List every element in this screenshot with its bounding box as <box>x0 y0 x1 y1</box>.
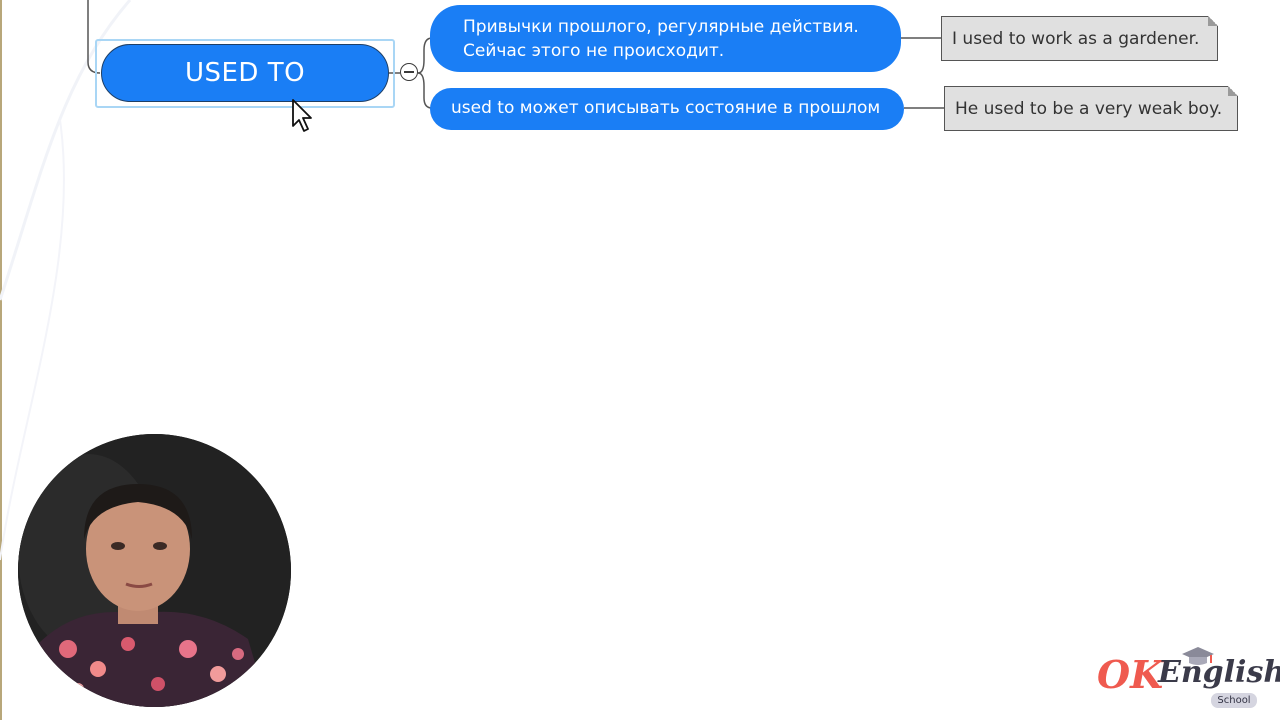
branch-node-state[interactable]: used to может описывать состояние в прош… <box>430 88 904 130</box>
logo-ok-text: OK <box>1097 652 1164 697</box>
branch-text-line: Сейчас этого не происходит. <box>463 41 725 61</box>
logo-school-badge: School <box>1211 693 1257 708</box>
example-text: He used to be a very weak boy. <box>955 98 1223 119</box>
canvas-left-border <box>0 0 2 720</box>
presenter-avatar <box>18 434 291 707</box>
branch-text-line: used to может описывать состояние в прош… <box>451 98 881 118</box>
logo-english-text: English <box>1158 655 1280 690</box>
collapse-minus-icon[interactable] <box>400 63 418 81</box>
central-topic-selection <box>95 39 395 108</box>
central-topic-node[interactable]: USED TO <box>101 44 389 102</box>
example-text: I used to work as a gardener. <box>952 28 1200 49</box>
example-node-gardener[interactable]: I used to work as a gardener. <box>941 16 1218 61</box>
graduation-cap-icon <box>1182 647 1214 665</box>
branch-node-habits[interactable]: Привычки прошлого, регулярные действия. … <box>430 5 901 72</box>
school-logo: OK English School <box>1096 645 1280 710</box>
example-node-weak-boy[interactable]: He used to be a very weak boy. <box>944 86 1238 131</box>
webcam-video-overlay <box>18 434 291 707</box>
mouse-pointer-icon <box>292 99 312 132</box>
branch-text-line: Привычки прошлого, регулярные действия. <box>463 17 859 37</box>
central-topic-label: USED TO <box>184 58 306 88</box>
